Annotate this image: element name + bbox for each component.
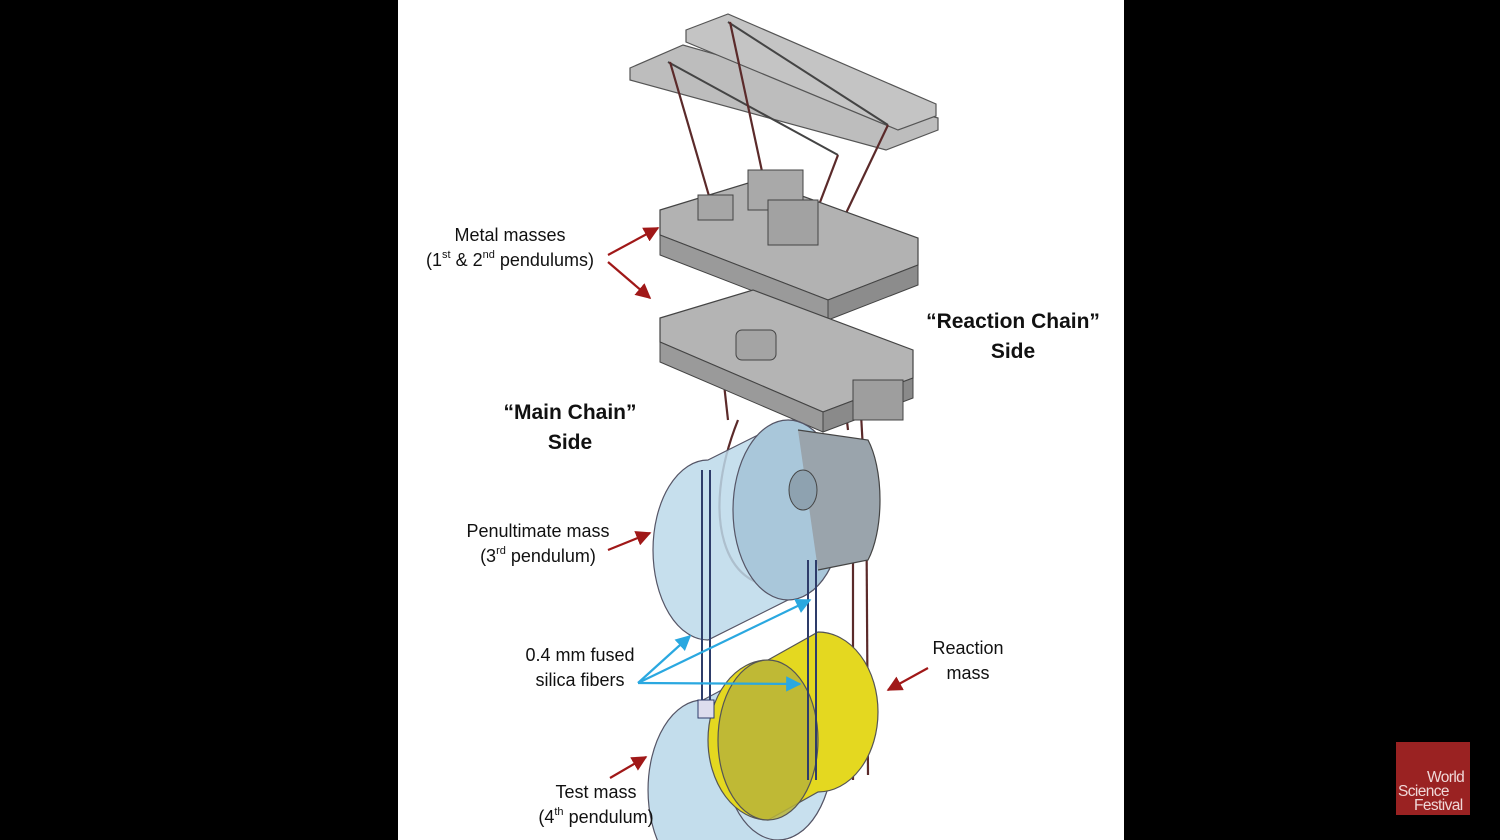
blue-arrows <box>637 599 812 692</box>
slide: Metal masses (1st & 2nd pendulums) “Reac… <box>398 0 1124 840</box>
reaction-mass <box>707 631 879 821</box>
fused-silica-fibers-label: 0.4 mm fused silica fibers <box>525 645 635 690</box>
logo-line-2: Science <box>1398 783 1450 800</box>
main-chain-side-label: “Main Chain” Side <box>503 401 637 454</box>
metal-masses-label: Metal masses (1st & 2nd pendulums) <box>426 225 594 270</box>
suspension-diagram <box>607 13 939 840</box>
reaction-chain-side-label: “Reaction Chain” Side <box>926 310 1100 363</box>
penultimate-mass <box>652 419 881 641</box>
silica-fibers <box>697 470 817 780</box>
first-metal-mass <box>659 169 919 321</box>
second-metal-mass <box>659 289 914 433</box>
reaction-mass-label: Reaction mass <box>932 638 1004 683</box>
red-arrows <box>607 227 929 779</box>
penultimate-mass-label: Penultimate mass (3rd pendulum) <box>466 521 610 566</box>
upper-blades <box>629 13 939 156</box>
world-science-festival-logo: World Science Festival <box>1396 742 1470 815</box>
logo-line-3: Festival <box>1414 797 1463 814</box>
test-mass-label: Test mass (4th pendulum) <box>538 782 654 827</box>
logo-line-1: World <box>1427 769 1465 786</box>
